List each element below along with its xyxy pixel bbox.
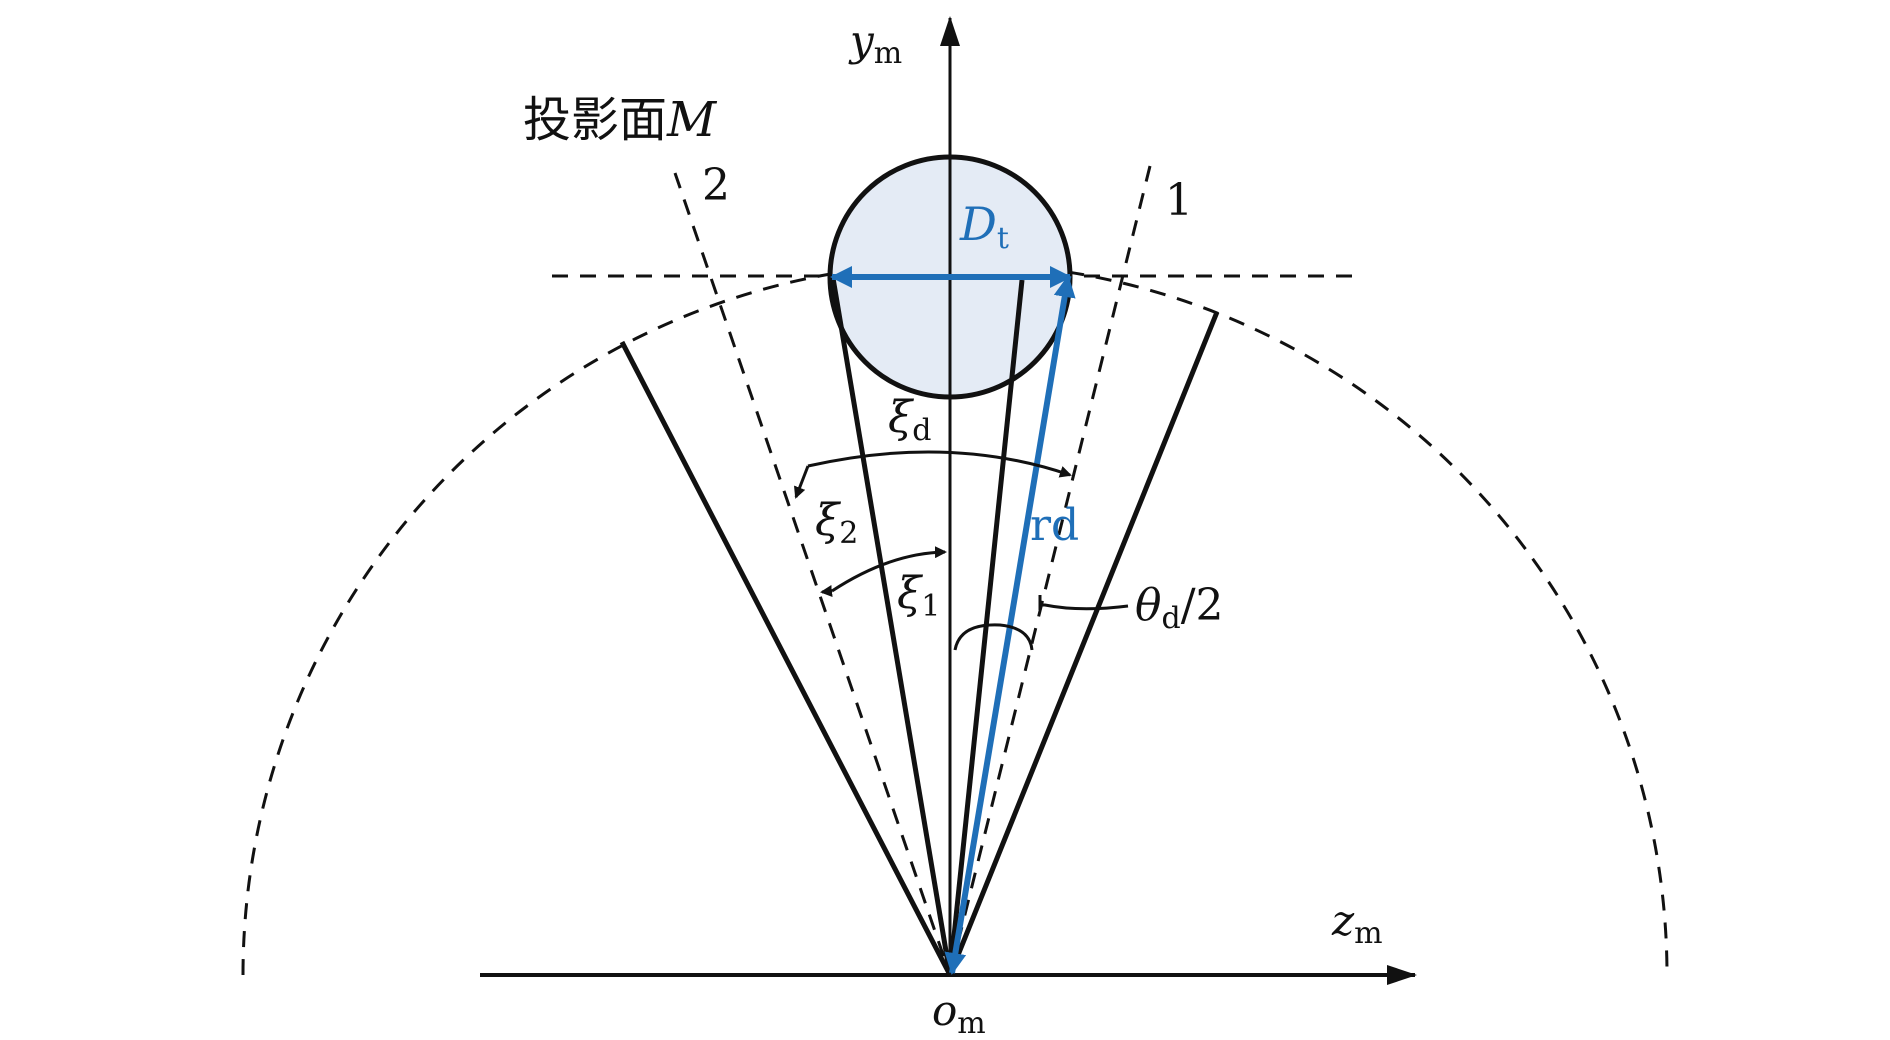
radius-label: rd [1030,500,1079,551]
xi-d-arc-left [794,465,810,499]
dashed-arc [241,261,1669,976]
xi-1-arc-left [820,585,833,597]
theta-label: θd/2 [1135,580,1224,636]
z-axis-label: zm [1331,896,1383,951]
theta-arc [953,623,1034,651]
xi-1-label: ξ1 [897,568,940,624]
xi-d-arc [807,450,1072,478]
xi-2-label: ξ2 [815,495,858,551]
outer-fov-left [619,340,953,977]
origin-label: om [932,986,986,1040]
dashed-ray-2 [673,172,952,976]
projection-plane-label: 投影面M [523,92,718,148]
outer-fov-right [947,311,1220,976]
radius-arrow-down [944,625,1013,975]
ray-1-label: 1 [1165,175,1193,226]
xi-d-label: ξd [888,392,931,448]
y-axis-label: ym [848,16,902,71]
radius-arrow-up [1007,275,1076,627]
diameter-label: Dt [959,197,1009,256]
ray-2-label: 2 [702,160,730,211]
xi-1-arc [831,546,947,593]
tangent-right [947,279,1025,976]
tangent-left [830,277,953,976]
theta-leader [1040,603,1129,611]
